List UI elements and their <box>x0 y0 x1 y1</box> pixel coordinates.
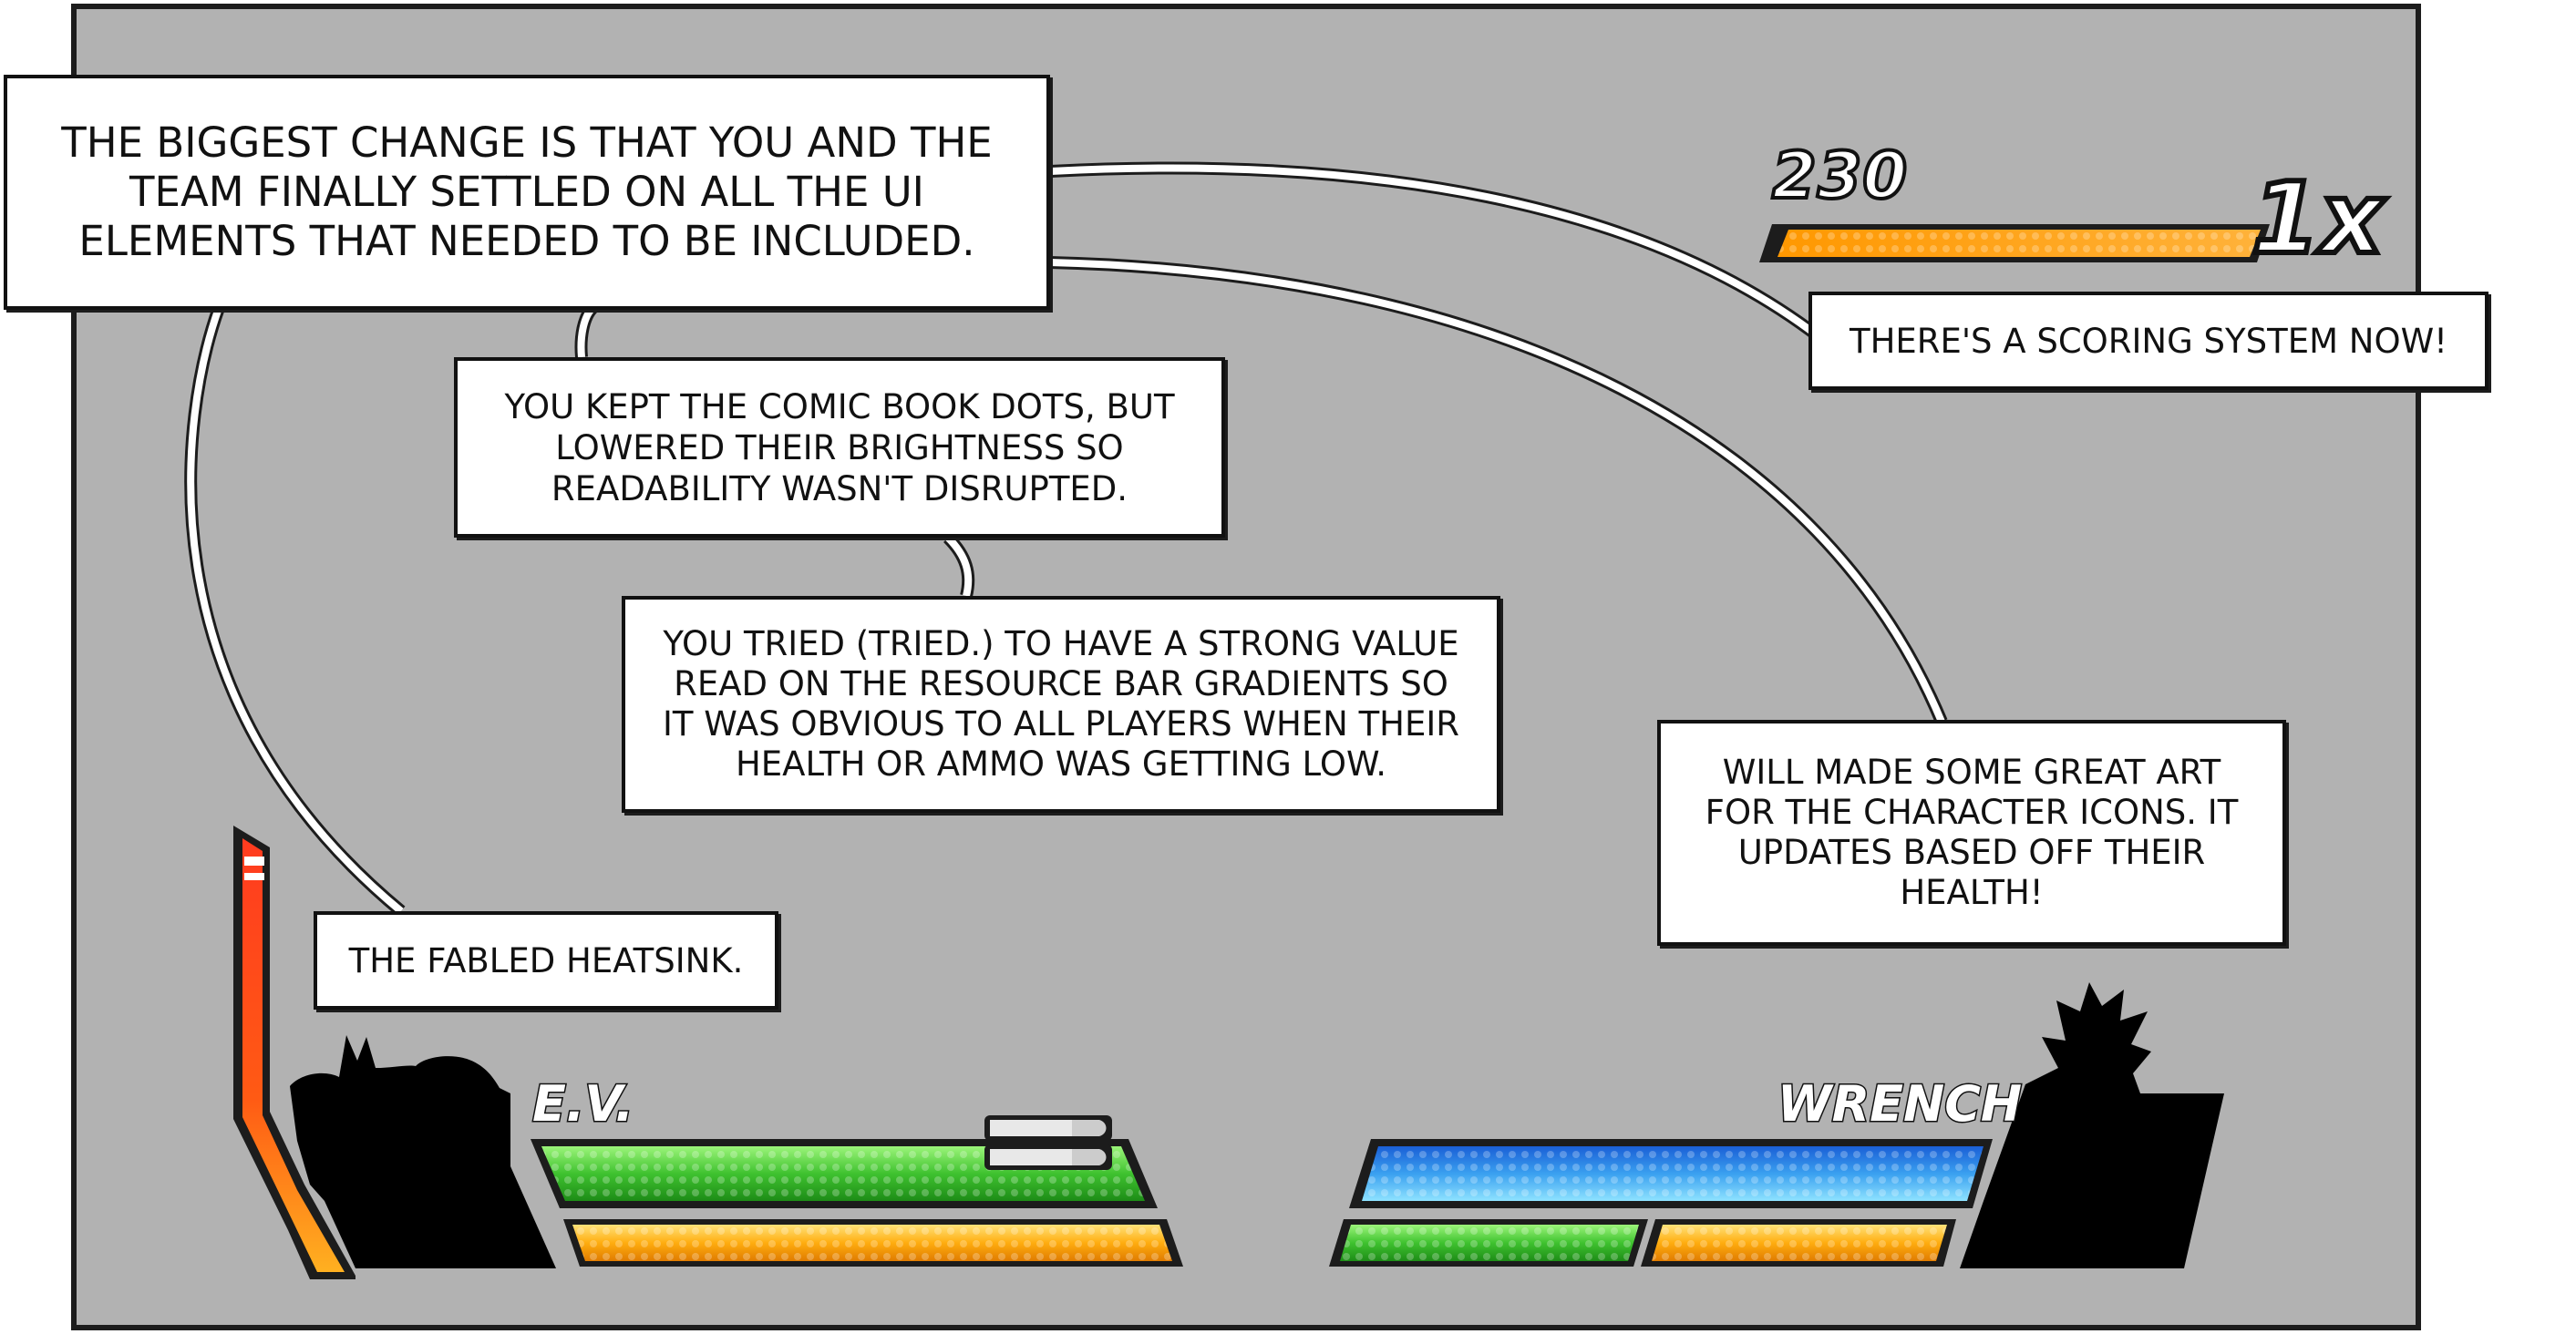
ammo-bullets-icon <box>984 1115 1112 1170</box>
caption-line: The biggest change is that you and the <box>61 118 993 167</box>
caption-comic-dots: You kept the comic book dots, but lowere… <box>454 357 1225 538</box>
caption-line: readability wasn't disrupted. <box>551 468 1128 508</box>
caption-line: health or ammo was getting low. <box>735 744 1387 784</box>
caption-connectors <box>184 161 1948 917</box>
caption-line: elements that needed to be included. <box>78 217 975 265</box>
caption-scoring-system: There's a scoring system now! <box>1808 292 2488 390</box>
caption-line: team finally settled on all the UI <box>129 168 924 216</box>
player2-name: WRENCH <box>1776 1074 2023 1134</box>
score-multiplier: 1x <box>2249 159 2386 279</box>
wrench-shield-bar <box>1349 1139 1993 1208</box>
caption-line: The fabled heatsink. <box>348 940 744 980</box>
score-bar <box>1759 224 2270 262</box>
ev-ammo-bar <box>563 1219 1183 1267</box>
caption-line: You tried (tried.) to have a strong valu… <box>663 624 1459 663</box>
caption-line: You kept the comic book dots, but <box>504 386 1175 426</box>
caption-line: it was obvious to all players when their <box>662 704 1460 744</box>
wrench-character-icon <box>1960 982 2224 1268</box>
caption-line: health! <box>1900 873 2044 912</box>
wrench-health-bar <box>1329 1219 1648 1267</box>
caption-line: Will made some great art <box>1722 753 2221 792</box>
caption-heatsink: The fabled heatsink. <box>314 911 778 1010</box>
caption-line: lowered their brightness so <box>555 427 1124 467</box>
caption-line: read on the resource bar gradients so <box>674 664 1448 703</box>
player1-name: E.V. <box>531 1074 634 1134</box>
caption-line: There's a scoring system now! <box>1849 321 2447 361</box>
caption-line: for the character icons. It <box>1705 793 2239 832</box>
caption-line: updates based off their <box>1737 833 2206 872</box>
ev-character-icon <box>290 1035 556 1268</box>
wrench-ammo-bar <box>1641 1219 1956 1267</box>
heatsink-meter <box>233 826 355 1279</box>
caption-resource-gradients: You tried (tried.) to have a strong valu… <box>622 596 1500 813</box>
score-value: 230 <box>1770 137 1909 215</box>
caption-character-icons: Will made some great art for the charact… <box>1657 720 2286 946</box>
caption-biggest-change: The biggest change is that you and the t… <box>4 75 1050 310</box>
